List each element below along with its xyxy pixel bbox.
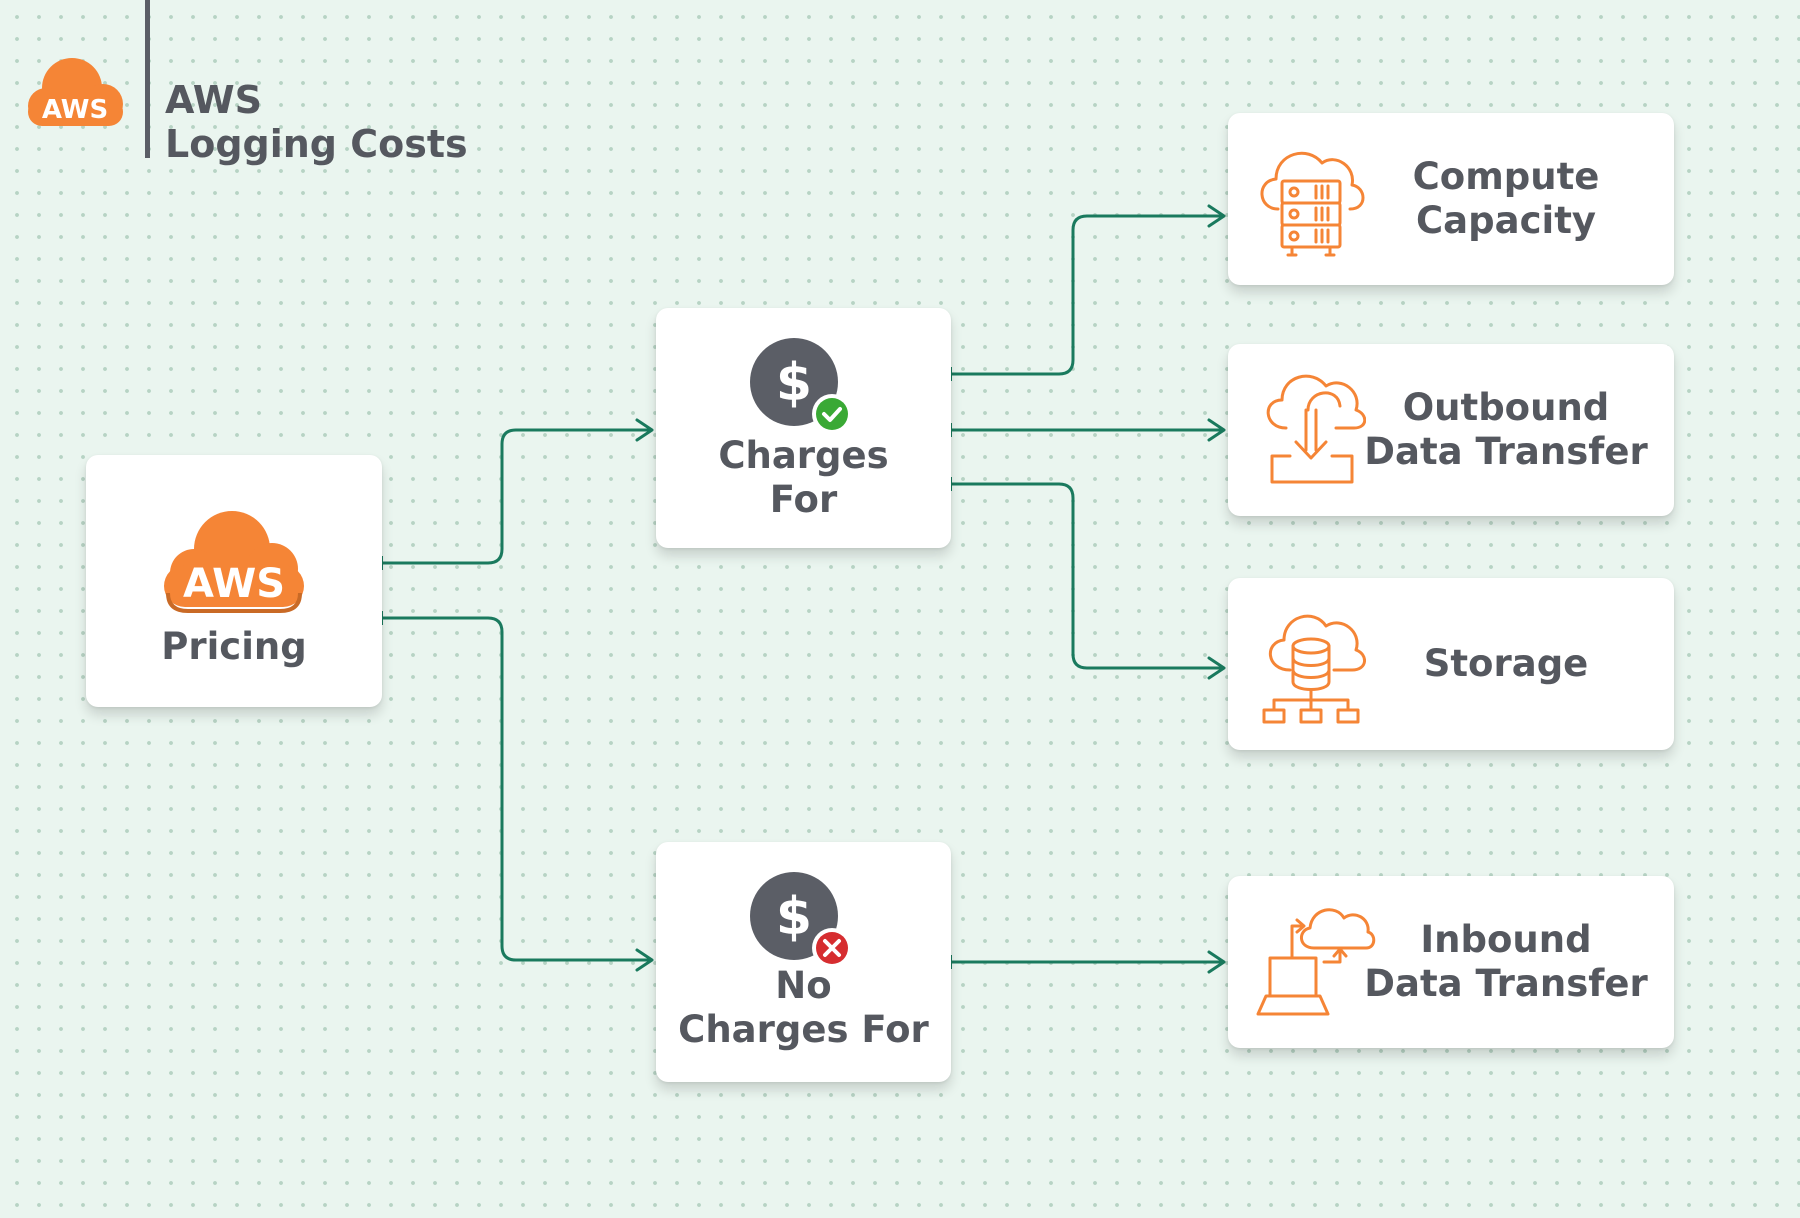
header-divider [145,0,150,158]
svg-text:$: $ [776,353,812,413]
svg-text:$: $ [776,887,812,947]
charges-for-label: Charges For [656,434,951,522]
connector-pricing-no-charges [380,616,654,972]
no-charges-for-label-line-2: Charges For [678,1008,929,1051]
inbound-data-transfer-label-line-1: Inbound [1420,918,1592,961]
storage-label: Storage [1356,642,1656,686]
cloud-database-icon [1262,614,1366,724]
inbound-data-transfer-label-line-2: Data Transfer [1364,962,1648,1005]
page-title-line-2: Logging Costs [165,122,468,166]
laptop-cloud-upload-icon [1256,908,1376,1016]
inbound-data-transfer-label: Inbound Data Transfer [1356,918,1656,1006]
pricing-label: Pricing [161,625,307,668]
dollar-cross-icon: $ [750,872,852,968]
connector-charges-storage [949,482,1226,680]
charges-for-node: $ Charges For [656,308,951,548]
outbound-data-transfer-label: Outbound Data Transfer [1356,386,1656,474]
connector-no-charges-inbound [949,950,1226,974]
connector-pricing-charges [380,418,654,565]
page-title-line-1: AWS [165,78,262,122]
connector-charges-compute [949,204,1226,376]
pricing-node: AWS Pricing [86,455,382,707]
svg-text:AWS: AWS [183,561,285,607]
no-charges-for-label-line-1: No [775,964,832,1007]
outbound-data-transfer-node: Outbound Data Transfer [1228,344,1674,516]
aws-logo-icon: AWS [28,58,123,126]
compute-capacity-label-line-1: Compute [1412,155,1600,198]
charges-for-label-line-2: For [769,478,838,521]
compute-capacity-node: Compute Capacity [1228,113,1674,285]
inbound-data-transfer-node: Inbound Data Transfer [1228,876,1674,1048]
svg-text:AWS: AWS [42,95,108,125]
storage-label-line-1: Storage [1423,642,1589,685]
storage-node: Storage [1228,578,1674,750]
outbound-data-transfer-label-line-1: Outbound [1402,386,1610,429]
compute-capacity-label-line-2: Capacity [1416,199,1596,242]
compute-capacity-label: Compute Capacity [1356,155,1656,243]
page-title: AWS Logging Costs [165,78,468,166]
cloud-download-icon [1266,374,1366,484]
no-charges-for-node: $ No Charges For [656,842,951,1082]
aws-cloud-icon: AWS [164,511,304,613]
cloud-server-icon [1260,151,1365,257]
outbound-data-transfer-label-line-2: Data Transfer [1364,430,1648,473]
no-charges-for-label: No Charges For [656,964,951,1052]
charges-for-label-line-1: Charges [718,434,889,477]
dollar-check-icon: $ [750,338,852,434]
connector-charges-outbound [949,418,1226,442]
